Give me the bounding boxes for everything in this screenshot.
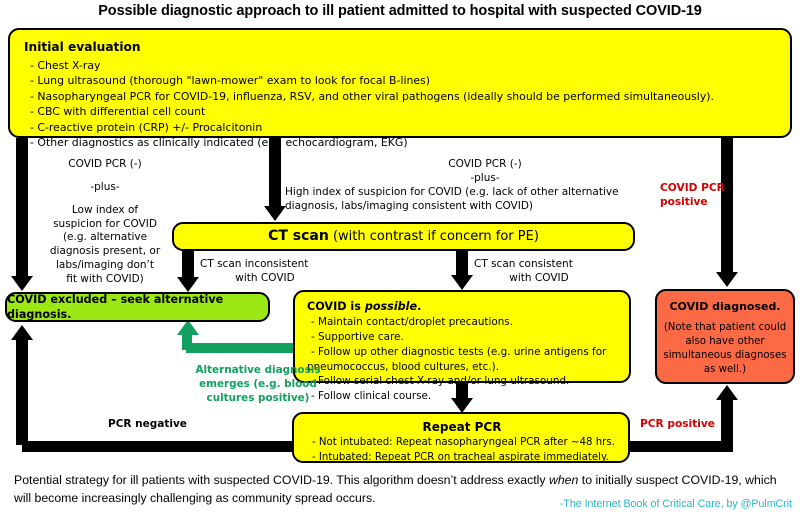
ct-scan-bold: CT scan (268, 227, 329, 244)
initial-evaluation-heading: Initial evaluation (24, 40, 141, 54)
box-ct-scan: CT scan (with contrast if concern for PE… (172, 222, 635, 251)
arrow-ct-to-possible-head (451, 275, 473, 290)
left-branch-line: COVID PCR (-) (68, 158, 142, 170)
left-branch-line: suspicion for COVID (53, 217, 157, 230)
left-branch-line: fit with COVID) (66, 273, 144, 286)
arrow-possible-to-repeat-head (451, 398, 473, 413)
mid-branch-line: High index of suspicion for COVID (e.g. … (285, 185, 619, 198)
label-ct-consistent: CT scan consistent with COVID (474, 258, 604, 286)
left-branch-line: diagnosis present, or (49, 245, 161, 258)
covid-possible-heading-pre: COVID is (307, 300, 365, 313)
arrow-pcr-negative-shaft (16, 340, 28, 445)
mid-branch-line: diagnosis, labs/imaging consistent with … (285, 199, 534, 212)
arrow-ct-to-possible-shaft (456, 250, 468, 277)
initial-evaluation-item: - Lung ultrasound (thorough "lawn-mower"… (30, 74, 431, 88)
covid-possible-item: - Supportive care. (311, 331, 404, 344)
pcr-positive-top-line: positive (660, 195, 708, 208)
initial-evaluation-item: - Chest X-ray (30, 58, 101, 72)
arrow-initial-to-diagnosed-head (716, 272, 738, 287)
box-repeat-pcr: Repeat PCR - Not intubated: Repeat nasop… (292, 412, 630, 463)
arrow-pcr-negative-horizontal (22, 441, 300, 452)
attribution: -The Internet Book of Critical Care, by … (559, 498, 792, 510)
arrow-ct-to-excluded-shaft (182, 250, 194, 279)
initial-evaluation-item: - Nasopharyngeal PCR for COVID-19, influ… (30, 89, 714, 103)
arrow-pcr-positive-head (716, 385, 738, 400)
footer-text-post: to initially suspect COVID-19, which wil… (14, 473, 777, 505)
ct-inconsistent-line: CT scan inconsistent (200, 258, 309, 270)
label-covid-pcr-positive-top: COVID PCR positive (660, 182, 750, 210)
arrow-initial-to-excluded-head (11, 276, 33, 291)
box-covid-excluded: COVID excluded – seek alternative diagno… (5, 292, 270, 322)
repeat-pcr-item: - Not intubated: Repeat nasopharyngeal P… (312, 437, 615, 449)
arrow-initial-to-ct-shaft (269, 138, 281, 208)
spacer (30, 195, 180, 204)
covid-possible-item: - Follow up other diagnostic tests (e.g.… (311, 345, 607, 358)
label-mid-branch: COVID PCR (-) -plus- High index of suspi… (285, 158, 685, 213)
arrow-alt-diagnosis-head (177, 320, 199, 335)
label-pcr-negative: PCR negative (108, 418, 187, 430)
left-branch-line: Low index of (71, 203, 139, 216)
mid-branch-line: COVID PCR (-) (448, 158, 522, 170)
initial-evaluation-item: - CBC with differential cell count (30, 105, 206, 119)
covid-excluded-label: COVID excluded – seek alternative diagno… (7, 292, 224, 321)
label-alternative-diagnosis: Alternative diagnosis emerges (e.g. bloo… (178, 364, 338, 406)
arrow-initial-to-ct-head (264, 206, 286, 221)
ct-consistent-line: CT scan consistent (474, 258, 573, 270)
mid-branch-line: -plus- (470, 171, 500, 184)
label-left-branch: COVID PCR (-) -plus- Low index of suspic… (30, 158, 180, 287)
ct-inconsistent-line: with COVID (235, 271, 295, 284)
arrow-ct-to-excluded-head (177, 277, 199, 292)
pcr-positive-top-line: COVID PCR (660, 182, 725, 194)
covid-possible-item: - Maintain contact/droplet precautions. (311, 316, 514, 329)
left-branch-line: labs/imaging don’t (55, 259, 155, 272)
left-branch-line: -plus- (90, 180, 120, 193)
box-initial-evaluation: Initial evaluation - Chest X-ray - Lung … (8, 28, 792, 149)
repeat-pcr-item: - Intubated: Repeat PCR on tracheal aspi… (312, 451, 609, 463)
covid-possible-item: - Follow clinical course. (311, 390, 432, 403)
spacer (30, 172, 180, 181)
covid-possible-heading-post: . (417, 300, 422, 313)
covid-diagnosed-heading: COVID diagnosed. (669, 300, 781, 313)
ct-scan-rest: (with contrast if concern for PE) (328, 228, 539, 244)
covid-possible-heading-italic: possible (364, 300, 418, 313)
arrow-alt-diagnosis-shaft (182, 332, 192, 350)
arrow-alt-diagnosis-horizontal (186, 343, 298, 353)
arrow-initial-to-diagnosed-shaft (721, 138, 733, 274)
alt-diagnosis-line: cultures positive) (206, 391, 310, 404)
arrow-pcr-negative-head (11, 325, 33, 340)
alt-diagnosis-line: emerges (e.g. blood (199, 377, 317, 390)
arrow-pcr-positive-shaft (721, 400, 733, 448)
footer-text-pre: Potential strategy for ill patients with… (14, 473, 549, 487)
label-ct-inconsistent: CT scan inconsistent with COVID (200, 258, 330, 286)
box-covid-possible: COVID is possible. - Maintain contact/dr… (293, 290, 631, 402)
covid-possible-item: pneumococcus, blood cultures, etc.). (307, 360, 499, 373)
covid-possible-heading: COVID is possible. (307, 299, 619, 314)
ct-consistent-line: with COVID (509, 271, 569, 284)
ct-scan-label: CT scan (with contrast if concern for PE… (268, 227, 539, 246)
covid-possible-item: - Follow serial chest X-ray and/or lung … (311, 375, 570, 388)
footer-note: Potential strategy for ill patients with… (14, 472, 786, 508)
covid-diagnosed-note: (Note that patient could also have other… (663, 322, 787, 375)
arrow-possible-to-repeat-shaft (456, 383, 468, 401)
initial-evaluation-item: - C-reactive protein (CRP) +/- Procalcit… (30, 120, 263, 134)
repeat-pcr-heading: Repeat PCR (422, 420, 502, 434)
label-pcr-positive: PCR positive (640, 418, 715, 430)
page-title: Possible diagnostic approach to ill pati… (98, 3, 702, 19)
arrow-initial-to-excluded-shaft (16, 138, 28, 278)
alt-diagnosis-line: Alternative diagnosis (195, 364, 321, 376)
arrow-pcr-positive-horizontal (622, 441, 733, 452)
box-covid-diagnosed: COVID diagnosed. (Note that patient coul… (655, 289, 795, 384)
left-branch-line: (e.g. alternative (62, 231, 148, 244)
initial-evaluation-item: - Other diagnostics as clinically indica… (30, 136, 408, 150)
footer-text-italic: when (548, 473, 579, 487)
